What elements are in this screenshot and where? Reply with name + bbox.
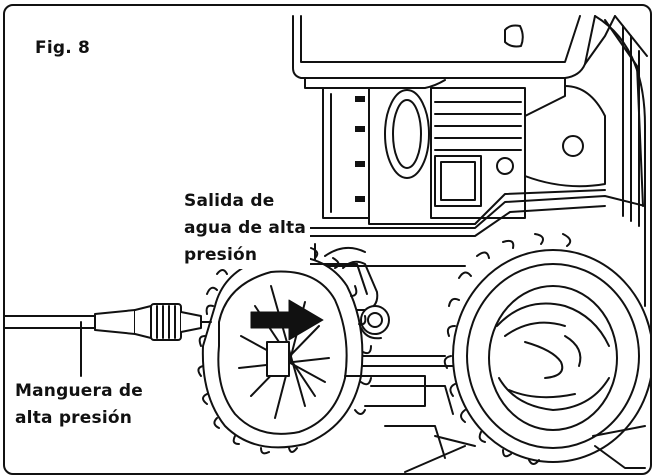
connection-arrow: [250, 299, 324, 341]
outlet-fitting: [342, 260, 390, 340]
outlet-callout-line: presión: [184, 245, 258, 265]
motor-body: [368, 85, 606, 225]
hose-callout: Manguera de alta presión: [13, 378, 147, 432]
figure-frame: Fig. 8 Salida de agua de alta presión Ma…: [3, 4, 652, 475]
hose-callout-line: alta presión: [15, 408, 133, 428]
figure-label: Fig. 8: [35, 38, 91, 58]
hose-callout-line: Manguera de: [15, 381, 143, 401]
right-wheel: [443, 233, 650, 465]
frame-panel: [322, 87, 370, 219]
pressure-washer-illustration: [5, 15, 650, 473]
outlet-callout-line: Salida de: [184, 191, 275, 211]
outlet-callout-line: agua de alta: [184, 218, 307, 238]
lower-frame: [344, 375, 646, 473]
left-wheel: [197, 245, 372, 455]
high-pressure-hose: [5, 303, 212, 341]
outlet-callout: Salida de agua de alta presión: [182, 188, 311, 269]
